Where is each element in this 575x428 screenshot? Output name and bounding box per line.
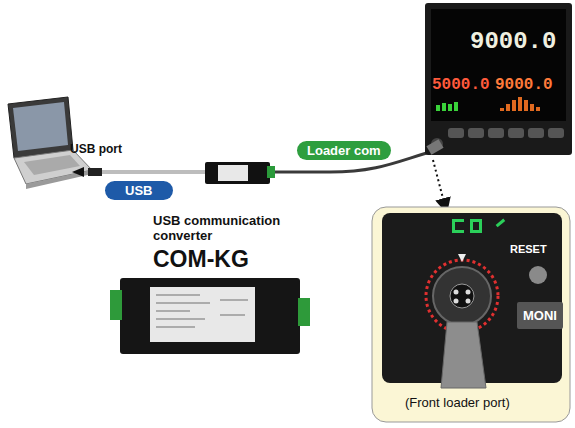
zoom-pointer xyxy=(433,160,446,210)
node-text: Loader com xyxy=(307,143,381,158)
usb-badge: USB xyxy=(105,181,173,200)
temperature-controller xyxy=(425,3,572,155)
loader-badge: Loader com xyxy=(297,141,391,160)
caption-label: USB port xyxy=(70,143,122,157)
zoom-inset xyxy=(372,207,570,422)
caption-label: USB communication converter xyxy=(153,214,303,244)
moni-button: MONI xyxy=(517,302,563,329)
usb-cable xyxy=(72,167,207,177)
display-value: 5000.0 xyxy=(432,76,490,94)
display-value: 9000.0 xyxy=(495,76,553,94)
display-value: 9000.0 xyxy=(470,28,556,56)
node-text: MONI xyxy=(523,308,557,323)
converter-small xyxy=(205,162,275,184)
converter-photo xyxy=(110,278,310,354)
caption-label: (Front loader port) xyxy=(405,396,510,411)
caption-label: RESET xyxy=(510,243,547,256)
caption-label: COM-KG xyxy=(153,246,249,272)
node-text: USB xyxy=(125,183,153,198)
